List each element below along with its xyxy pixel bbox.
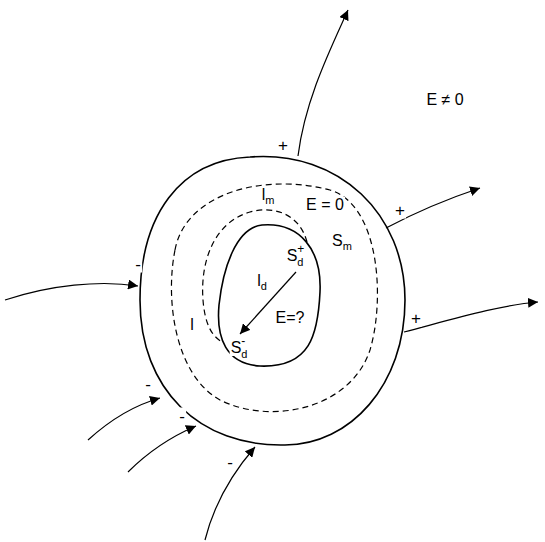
gauss-surface [171, 184, 377, 412]
charge-sign: - [178, 408, 186, 425]
cavity-border [218, 225, 320, 366]
field-line [386, 188, 480, 228]
surface-name: Sd- [230, 340, 251, 356]
cavity: Sd+ ldE=? Sd- [212, 218, 324, 370]
field-value: E = 0 [305, 197, 345, 213]
surface-name: Sd+ [286, 248, 307, 264]
conductor-body: Sd+ ldE=? Sd- E = 0 Sm lm l [135, 150, 410, 452]
field-line [88, 398, 160, 440]
charge-sign: + [410, 310, 422, 327]
field-line [205, 447, 255, 540]
field-value: E ≠ 0 [425, 92, 464, 108]
field-line [298, 10, 348, 156]
path-name: ld [256, 273, 268, 292]
path-name: lm [261, 187, 276, 206]
charge-sign: + [394, 202, 406, 219]
surface-name: Sm [331, 233, 353, 252]
path-name: l [189, 317, 195, 333]
charge-sign: + [277, 137, 289, 154]
field-line [404, 302, 538, 332]
charge-sign: - [226, 454, 234, 471]
field-line [128, 426, 196, 472]
field-line [5, 284, 138, 300]
charge-sign: - [144, 376, 152, 393]
field-value: E=? [275, 310, 306, 326]
conductor-body-border [140, 156, 405, 445]
charge-sign: - [134, 256, 142, 273]
